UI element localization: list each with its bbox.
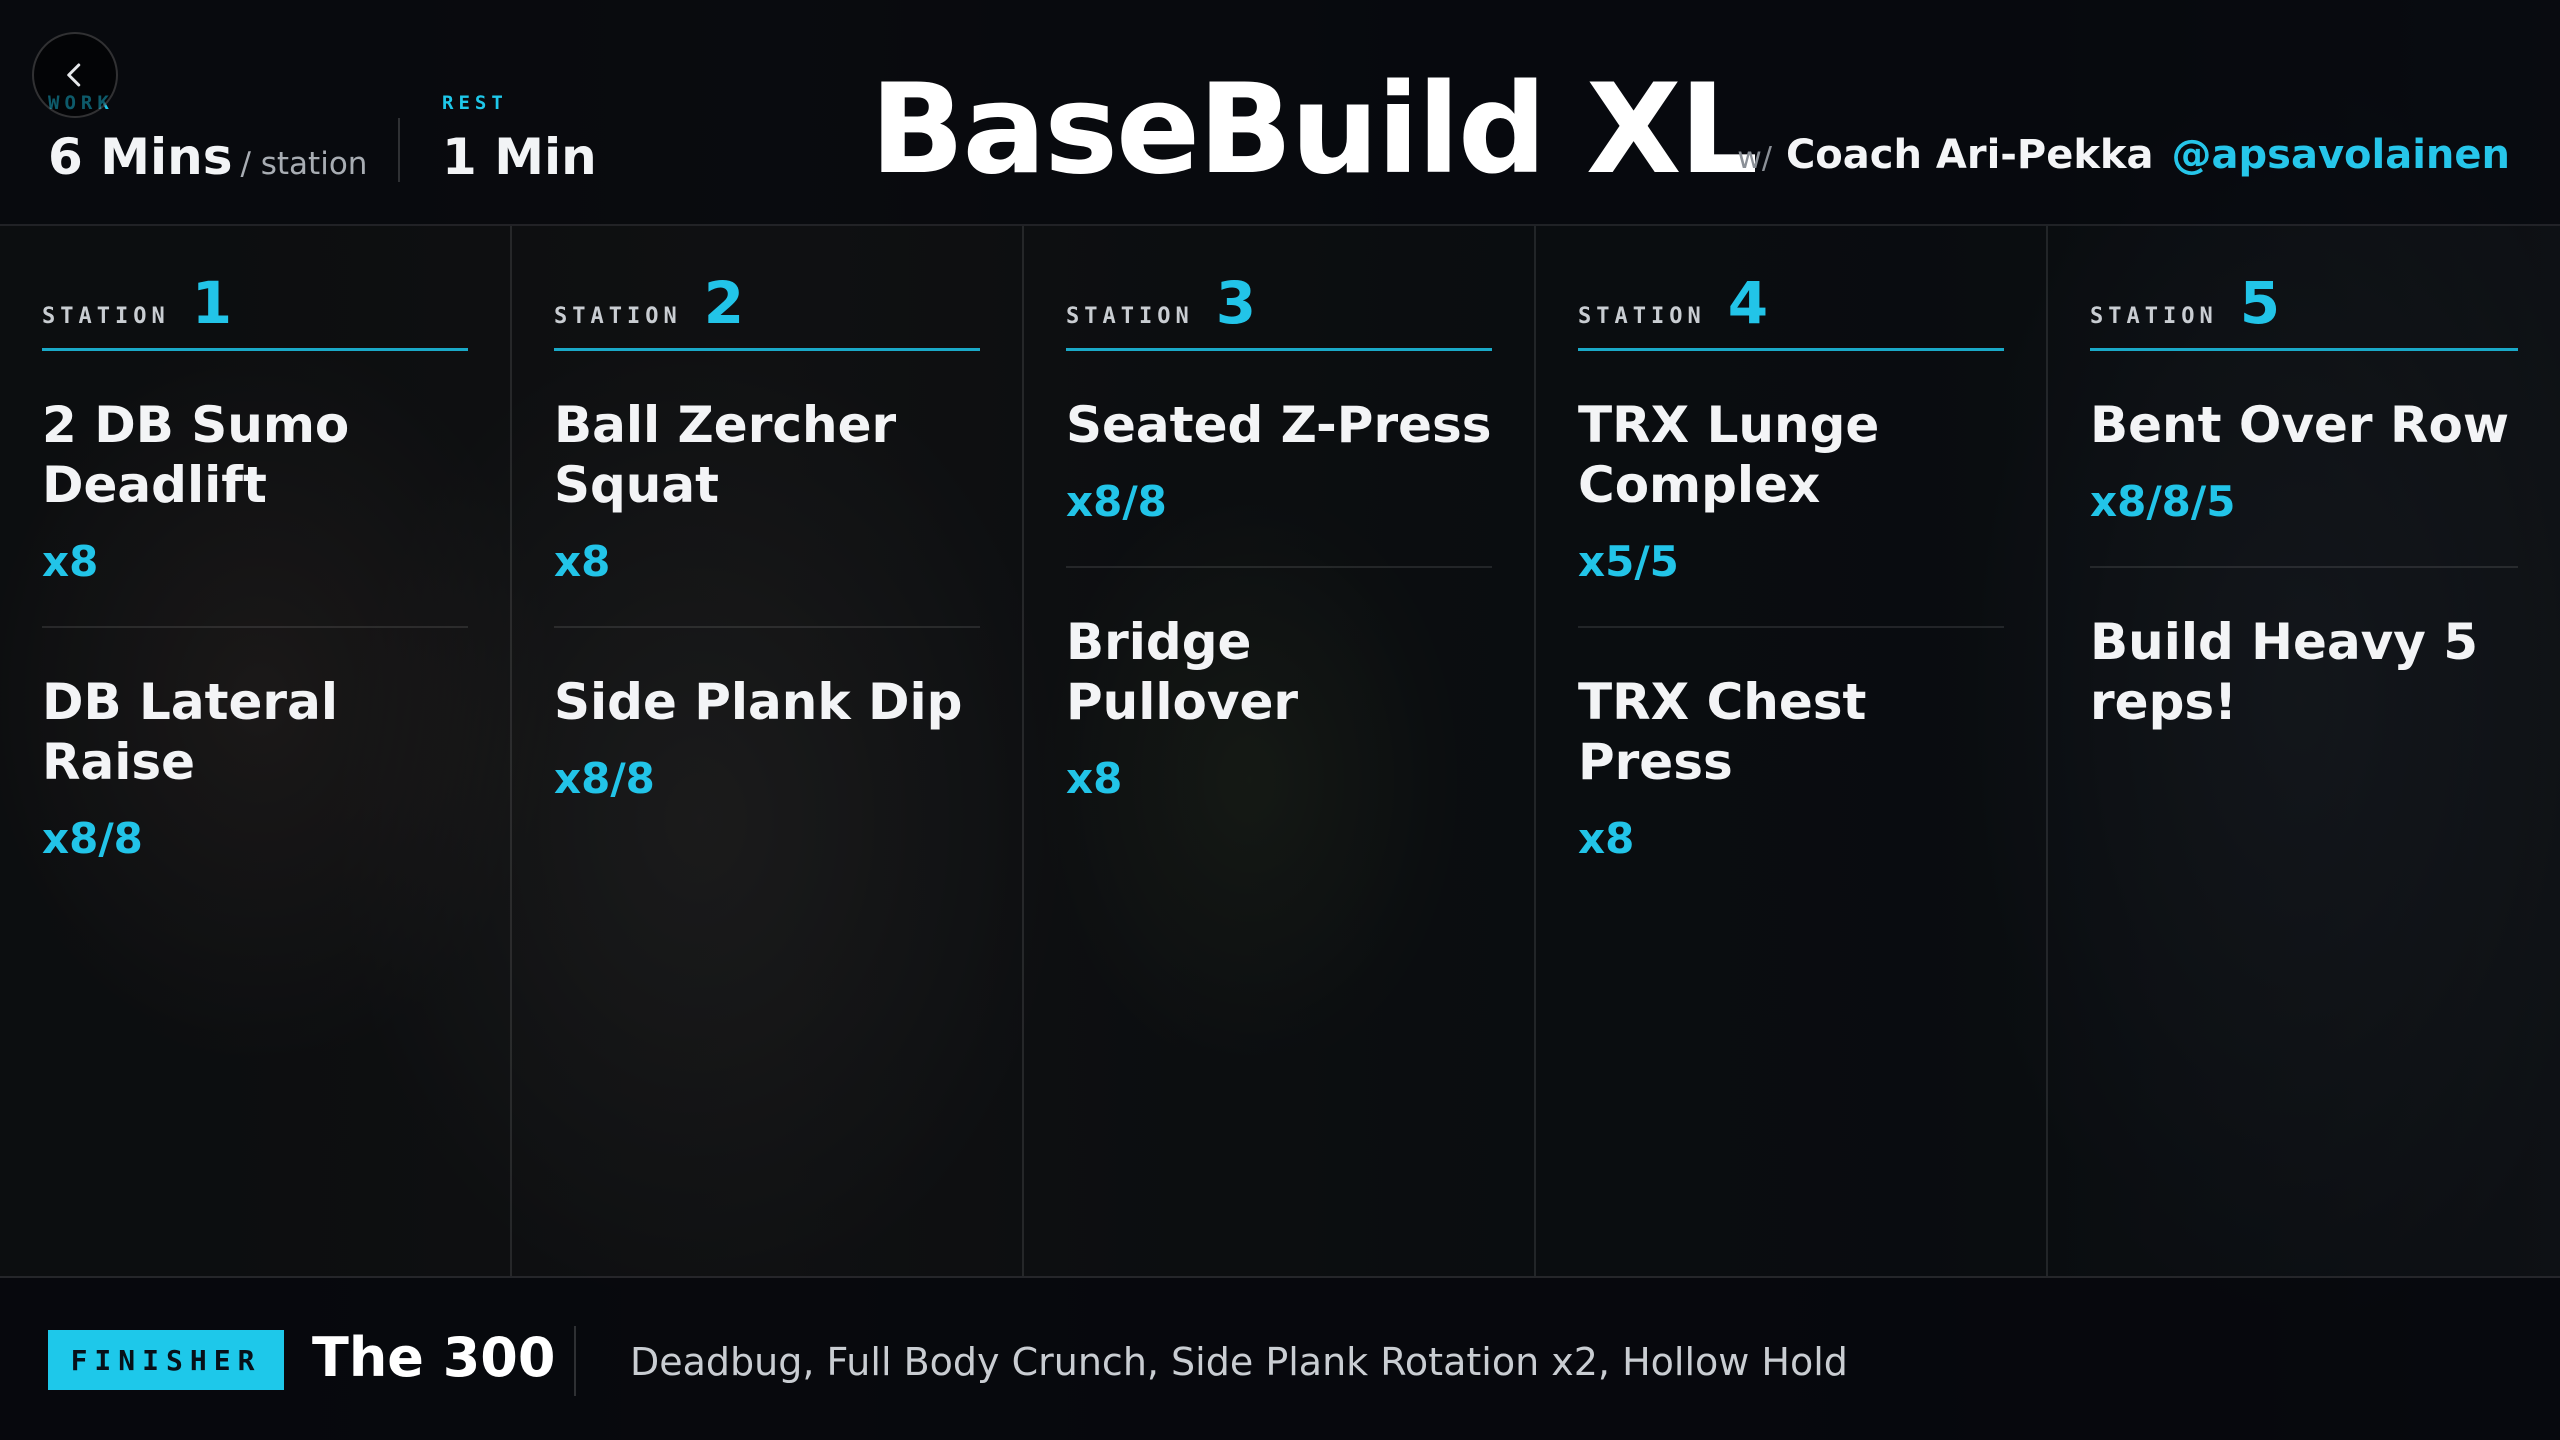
workout-title: BaseBuild XL [870, 58, 1758, 202]
station-number: 3 [1215, 269, 1257, 337]
station-column-3: STATION 3 Seated Z-Press x8/8 Bridge Pul… [1024, 226, 1536, 1276]
coach-name: Coach Ari-Pekka [1785, 132, 2154, 178]
exercise-item: DB Lateral Raise x8/8 [42, 628, 468, 903]
coach-info: w/Coach Ari-Pekka @apsavolainen [1737, 132, 2510, 178]
station-column-5: STATION 5 Bent Over Row x8/8/5 Build Hea… [2048, 226, 2560, 1276]
header-divider [398, 118, 400, 182]
station-header: STATION 2 [554, 274, 980, 351]
exercise-name: DB Lateral Raise [42, 673, 338, 791]
station-label: STATION [554, 304, 682, 329]
coach-handle[interactable]: @apsavolainen [2171, 132, 2510, 178]
exercise-reps: x8/8 [554, 754, 655, 803]
work-value-row: 6 Mins/ station [48, 128, 367, 186]
exercise-reps: x8 [1578, 814, 1635, 863]
exercise-reps: x5/5 [1578, 537, 1679, 586]
exercise-name: Ball Zercher Squat [554, 396, 897, 514]
exercise-item: Seated Z-Press x8/8 [1066, 351, 1492, 568]
station-column-1: STATION 1 2 DB Sumo Deadlift x8 DB Later… [0, 226, 512, 1276]
station-number: 1 [191, 269, 233, 337]
chevron-left-icon [67, 63, 81, 87]
exercise-name: Seated Z-Press [1066, 396, 1492, 454]
exercise-item: Bridge Pullover x8 [1066, 568, 1492, 843]
exercise-name: Side Plank Dip [554, 673, 963, 731]
rest-info: REST 1 Min [442, 92, 597, 186]
station-label: STATION [42, 304, 170, 329]
station-column-4: STATION 4 TRX Lunge Complex x5/5 TRX Che… [1536, 226, 2048, 1276]
exercise-name: Build Heavy 5 reps! [2090, 613, 2479, 731]
exercise-item: Build Heavy 5 reps! [2090, 568, 2518, 794]
exercise-name: 2 DB Sumo Deadlift [42, 396, 350, 514]
finisher-divider [574, 1326, 576, 1396]
exercise-reps: x8/8 [42, 814, 143, 863]
station-label: STATION [1066, 304, 1194, 329]
station-column-2: STATION 2 Ball Zercher Squat x8 Side Pla… [512, 226, 1024, 1276]
exercise-reps: x8 [554, 537, 611, 586]
exercise-item: Side Plank Dip x8/8 [554, 628, 980, 843]
station-number: 4 [1727, 269, 1769, 337]
finisher-badge: FINISHER [48, 1330, 284, 1390]
exercise-item: 2 DB Sumo Deadlift x8 [42, 351, 468, 628]
station-number: 2 [703, 269, 745, 337]
exercise-name: Bent Over Row [2090, 396, 2510, 454]
work-unit: / station [240, 146, 368, 182]
finisher-description: Deadbug, Full Body Crunch, Side Plank Ro… [630, 1340, 1848, 1384]
header: WORK 6 Mins/ station REST 1 Min BaseBuil… [0, 0, 2560, 226]
station-label: STATION [2090, 304, 2218, 329]
coach-prefix: w/ [1737, 141, 1772, 176]
finisher-bar: FINISHER The 300 Deadbug, Full Body Crun… [0, 1276, 2560, 1440]
back-button[interactable] [32, 32, 118, 118]
exercise-name: TRX Chest Press [1578, 673, 1867, 791]
exercise-reps: x8/8/5 [2090, 477, 2236, 526]
station-header: STATION 1 [42, 274, 468, 351]
station-number: 5 [2239, 269, 2281, 337]
exercise-item: Ball Zercher Squat x8 [554, 351, 980, 628]
finisher-title: The 300 [312, 1326, 556, 1389]
station-header: STATION 4 [1578, 274, 2004, 351]
exercise-item: TRX Lunge Complex x5/5 [1578, 351, 2004, 628]
station-header: STATION 3 [1066, 274, 1492, 351]
exercise-item: Bent Over Row x8/8/5 [2090, 351, 2518, 568]
exercise-reps: x8 [42, 537, 99, 586]
station-label: STATION [1578, 304, 1706, 329]
stations-grid: STATION 1 2 DB Sumo Deadlift x8 DB Later… [0, 226, 2560, 1276]
rest-value: 1 Min [442, 128, 597, 186]
finisher-badge-label: FINISHER [70, 1343, 262, 1377]
exercise-item: TRX Chest Press x8 [1578, 628, 2004, 903]
exercise-reps: x8 [1066, 754, 1123, 803]
work-value: 6 Mins [48, 128, 233, 186]
rest-label: REST [442, 92, 508, 114]
exercise-reps: x8/8 [1066, 477, 1167, 526]
exercise-name: Bridge Pullover [1066, 613, 1299, 731]
station-header: STATION 5 [2090, 274, 2518, 351]
exercise-name: TRX Lunge Complex [1578, 396, 1880, 514]
